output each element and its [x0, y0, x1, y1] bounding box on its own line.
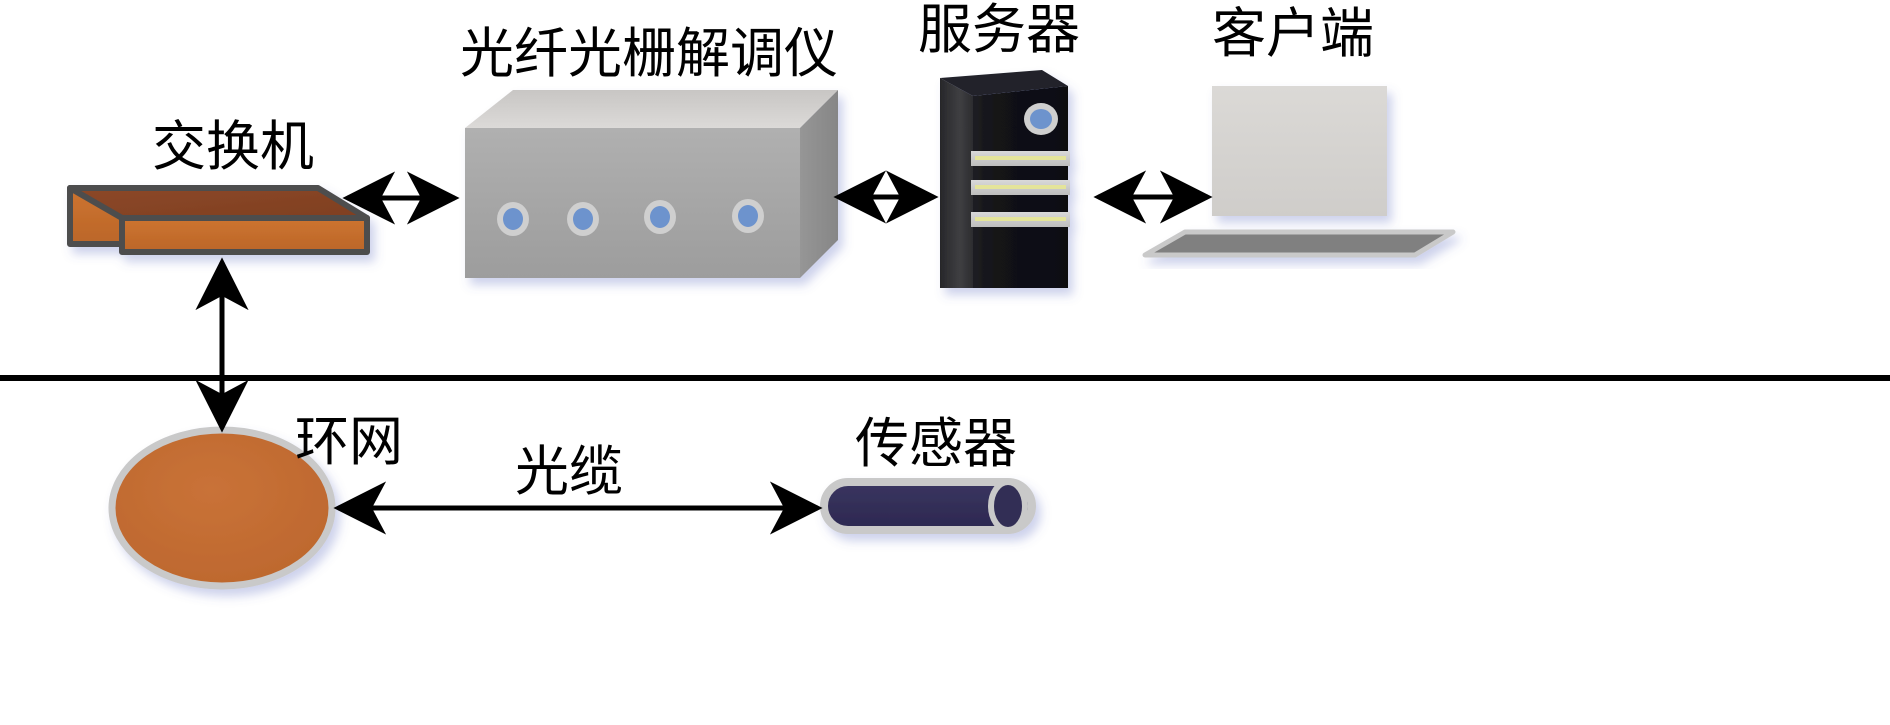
node-sensor[interactable]	[820, 478, 1036, 534]
sensor-cylinder-end-cap	[988, 479, 1028, 533]
demodulator-port[interactable]	[497, 202, 529, 236]
demodulator-port[interactable]	[644, 200, 676, 234]
label-client: 客户端	[1212, 2, 1374, 65]
label-server: 服务器	[918, 0, 1080, 61]
demodulator-port-group	[497, 199, 764, 236]
label-switch: 交换机	[152, 115, 314, 178]
demodulator-port[interactable]	[567, 202, 599, 236]
label-optical-cable: 光缆	[515, 440, 623, 503]
server-top-face	[940, 70, 1068, 96]
label-sensor: 传感器	[855, 412, 1017, 475]
label-demodulator: 光纤光栅解调仪	[460, 22, 838, 85]
client-monitor-screen	[1212, 86, 1387, 216]
switch-top-face	[67, 185, 370, 221]
node-demodulator[interactable]	[465, 90, 838, 278]
demodulator-top-face	[465, 90, 838, 128]
label-ring-network: 环网	[295, 410, 403, 473]
server-drive-bay	[971, 151, 1070, 166]
demodulator-right-face	[800, 90, 838, 278]
node-switch[interactable]	[67, 185, 370, 255]
server-power-button[interactable]	[1024, 103, 1058, 135]
server-left-face	[940, 78, 973, 288]
demodulator-port[interactable]	[732, 199, 764, 233]
client-keyboard-base	[1142, 229, 1456, 258]
node-client[interactable]	[1142, 86, 1456, 258]
switch-front-face	[119, 215, 370, 255]
server-drive-bay	[971, 212, 1070, 227]
node-server[interactable]	[940, 70, 1070, 288]
server-drive-bay	[971, 180, 1070, 195]
